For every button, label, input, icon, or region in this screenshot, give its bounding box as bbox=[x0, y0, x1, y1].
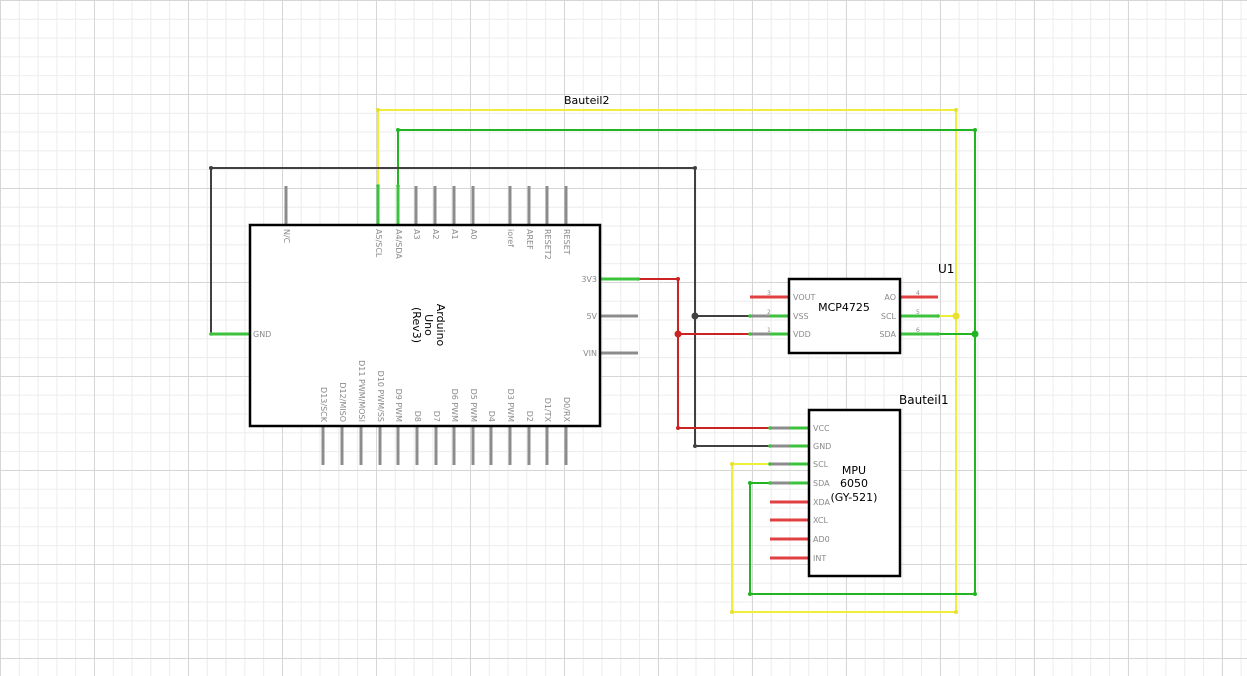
label-d13: D13/SCK bbox=[319, 387, 328, 423]
bend-gnd bbox=[209, 166, 213, 170]
bend-sda-2 bbox=[973, 128, 977, 132]
bend-scl-4 bbox=[730, 610, 734, 614]
bend-scl-5 bbox=[730, 462, 734, 466]
label-imu-gnd: GND bbox=[813, 442, 831, 451]
bend-sda bbox=[396, 128, 400, 132]
mcp4725-title: MCP4725 bbox=[818, 301, 870, 314]
bend-scl-3 bbox=[954, 610, 958, 614]
mpu-title-1: MPU bbox=[842, 464, 866, 477]
mpu-title-3: (GY-521) bbox=[831, 491, 878, 504]
num-ao: 4 bbox=[916, 290, 920, 297]
label-d3: D3 PWM bbox=[506, 389, 515, 423]
arduino-uno[interactable]: N/C A5/SCL A4/SDA A3 A2 A1 A0 ioref AREF… bbox=[211, 186, 638, 465]
label-a1: A1 bbox=[450, 229, 459, 240]
bauteil2-label: Bauteil2 bbox=[564, 94, 609, 107]
mpu6050-module[interactable]: VCC GND SCL SDA XDA XCL AD0 INT MPU 6050… bbox=[770, 393, 949, 578]
wire-3v3[interactable] bbox=[638, 278, 770, 429]
bend-sda-5 bbox=[748, 481, 752, 485]
label-a2: A2 bbox=[431, 229, 440, 240]
label-d9: D9 PWM bbox=[394, 389, 403, 423]
mpu6050-body bbox=[807, 408, 902, 578]
mcp4725-body bbox=[787, 277, 902, 355]
svg-text:(Rev3): (Rev3) bbox=[410, 307, 423, 343]
label-a5: A5/SCL bbox=[374, 229, 383, 258]
bend-sda-3 bbox=[973, 592, 977, 596]
label-reset2: RESET2 bbox=[543, 229, 552, 260]
label-ad0: AD0 bbox=[813, 535, 830, 544]
label-d11: D11 PWM/MOSI bbox=[357, 360, 366, 422]
label-imu-scl: SCL bbox=[813, 460, 829, 469]
label-d8: D8 bbox=[413, 411, 422, 422]
num-sda: 6 bbox=[916, 327, 920, 334]
svg-text:Arduino: Arduino bbox=[434, 304, 447, 347]
bend-gnd-2 bbox=[693, 166, 697, 170]
junction-scl bbox=[952, 312, 960, 320]
label-imu-sda: SDA bbox=[813, 479, 830, 488]
label-3v3: 3V3 bbox=[581, 275, 597, 284]
label-int: INT bbox=[813, 554, 826, 563]
bend-scl bbox=[376, 108, 380, 112]
arduino-title: Arduino Uno (Rev3) bbox=[410, 304, 447, 347]
label-d5: D5 PWM bbox=[469, 389, 478, 423]
label-xcl: XCL bbox=[813, 516, 828, 525]
num-scl: 5 bbox=[916, 309, 920, 316]
label-vout: VOUT bbox=[793, 293, 815, 302]
label-d12: D12/MISO bbox=[338, 382, 347, 422]
u1-label: U1 bbox=[938, 262, 954, 276]
bend-3v3-2 bbox=[676, 426, 680, 430]
junction-3v3 bbox=[674, 330, 682, 338]
num-vss: 2 bbox=[767, 309, 771, 316]
label-a0: A0 bbox=[469, 229, 478, 240]
label-d10: D10 PWM/SS bbox=[376, 371, 385, 422]
label-d7: D7 bbox=[432, 411, 441, 422]
label-d6: D6 PWM bbox=[450, 389, 459, 423]
label-u1-sda: SDA bbox=[879, 330, 896, 339]
num-vout: 3 bbox=[767, 290, 771, 297]
label-nc: N/C bbox=[282, 229, 291, 244]
label-a3: A3 bbox=[412, 229, 421, 240]
label-reset: RESET bbox=[562, 229, 571, 255]
mpu-title-2: 6050 bbox=[840, 477, 868, 490]
label-aref: AREF bbox=[525, 229, 534, 250]
arduino-body bbox=[248, 223, 602, 428]
label-d2: D2 bbox=[525, 411, 534, 422]
label-ioref: ioref bbox=[506, 229, 515, 247]
bend-3v3 bbox=[676, 277, 680, 281]
label-vin: VIN bbox=[583, 349, 597, 358]
label-u1-scl: SCL bbox=[881, 312, 897, 321]
label-d1: D1/TX bbox=[543, 398, 552, 423]
junction-gnd bbox=[691, 312, 699, 320]
label-vss: VSS bbox=[793, 312, 809, 321]
bend-sda-4 bbox=[748, 592, 752, 596]
label-d0: D0/RX bbox=[562, 397, 571, 423]
label-5v: 5V bbox=[586, 312, 597, 321]
svg-text:Uno: Uno bbox=[422, 314, 435, 336]
label-a4: A4/SDA bbox=[394, 229, 403, 259]
label-d4: D4 bbox=[487, 411, 496, 422]
label-xda: XDA bbox=[813, 498, 831, 507]
label-vcc: VCC bbox=[813, 424, 830, 433]
label-ao: AO bbox=[884, 293, 896, 302]
bend-gnd-3 bbox=[693, 444, 697, 448]
label-gnd: GND bbox=[253, 330, 271, 339]
bauteil1-label: Bauteil1 bbox=[899, 393, 949, 407]
bend-scl-2 bbox=[954, 108, 958, 112]
mcp4725-module[interactable]: 3 2 1 4 5 6 VOUT VSS VDD AO SCL SDA MCP4… bbox=[750, 262, 954, 355]
junction-sda bbox=[971, 330, 979, 338]
num-vdd: 1 bbox=[767, 327, 771, 334]
label-vdd: VDD bbox=[793, 330, 811, 339]
